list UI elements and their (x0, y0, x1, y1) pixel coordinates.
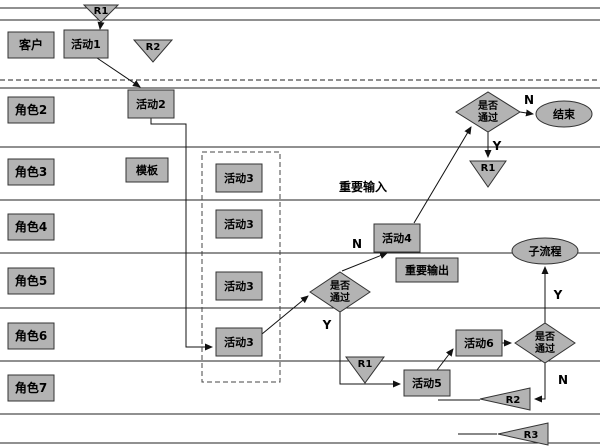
edge-r1-to-activity1 (97, 21, 105, 30)
lane-label-role3 (7, 158, 55, 186)
lane-label-role4 (7, 213, 55, 241)
activity3-box-1 (215, 163, 263, 193)
lane-labels: 客户 角色2 角色3 角色4 角色5 角色6 角色7 (7, 31, 55, 402)
connector-r1-mid (469, 160, 507, 188)
decision-top-line2: 通过 (478, 111, 498, 124)
connector-r1-bottom-text: R1 (358, 359, 373, 370)
template-box (125, 157, 169, 183)
activity6-text: 活动6 (464, 336, 494, 350)
connector-r2-bottom (479, 387, 531, 411)
lane-label-role6-text: 角色6 (15, 328, 47, 343)
decision-mid-line1: 是否 (329, 280, 350, 292)
activity3-text-4: 活动3 (224, 335, 254, 349)
decision-top-diamond (455, 91, 521, 133)
activity3-text-1: 活动3 (224, 171, 254, 185)
label-yes-top: Y (492, 139, 502, 153)
connector-r1-mid-text: R1 (481, 163, 496, 174)
lane-label-role2 (7, 96, 55, 124)
label-yes-mid: Y (322, 318, 332, 332)
edge-labels: N Y N Y Y N (322, 93, 568, 387)
decision-right-line1: 是否 (534, 331, 555, 343)
important-output-text: 重要输出 (405, 263, 449, 277)
label-yes-right: Y (553, 288, 563, 302)
activity5-box (403, 369, 451, 397)
activity-nodes: 活动1 活动2 模板 活动3 活动3 活动3 活动3 活动4 重要输出 活动5 … (63, 29, 503, 397)
decision-top-line1: 是否 (477, 100, 498, 112)
activity4-text: 活动4 (382, 231, 412, 245)
connector-r1-top (82, 4, 120, 23)
decision-mid-diamond (309, 271, 371, 313)
activity6-box (455, 329, 503, 357)
edge-activity2-to-activity3 (150, 118, 213, 351)
lane-label-role5-text: 角色5 (15, 273, 47, 288)
end-text: 结束 (552, 107, 576, 121)
lane-label-role7 (7, 374, 55, 402)
subprocess-ellipse (511, 237, 579, 265)
edge-activity1-to-activity2 (96, 57, 141, 88)
connector-r1-top-text: R1 (94, 6, 109, 17)
label-no-top: N (524, 93, 534, 107)
activity4-box (373, 223, 421, 253)
lane-label-customer-text: 客户 (18, 37, 43, 52)
connector-r2-top-text: R2 (146, 42, 161, 53)
activity5-text: 活动5 (412, 376, 442, 390)
activity1-text: 活动1 (71, 37, 101, 51)
connector-r3-bottom-text: R3 (524, 430, 539, 441)
offpage-connectors: R1 R2 R1 R1 R2 R3 (82, 4, 549, 446)
end-ellipse (535, 100, 593, 128)
label-no-mid: N (352, 237, 362, 251)
label-no-right: N (558, 373, 568, 387)
template-text: 模板 (136, 163, 159, 177)
flow-edges (96, 21, 549, 435)
activity3-box-2 (215, 209, 263, 239)
decision-nodes: 是否 通过 是否 通过 是否 通过 (309, 91, 576, 364)
activity2-text: 活动2 (136, 97, 166, 111)
decision-right-line2: 通过 (535, 342, 555, 355)
lane-label-role4-text: 角色4 (15, 219, 47, 234)
activity3-text-3: 活动3 (224, 279, 254, 293)
edge-top-decision-no-to-end (519, 109, 534, 117)
lane-label-role6 (7, 322, 55, 350)
lane-label-role2-text: 角色2 (15, 102, 47, 117)
edge-decision-no-to-activity4 (341, 252, 388, 272)
important-input-annotation: 重要输入 (339, 179, 387, 194)
decision-mid-line2: 通过 (330, 291, 350, 304)
edge-decision-yes-to-activity5 (339, 312, 401, 388)
lane-label-customer (7, 31, 55, 59)
activity3-box-4 (215, 327, 263, 357)
activity3-box-3 (215, 271, 263, 301)
activity1-box (63, 29, 109, 59)
decision-right-diamond (514, 322, 576, 364)
lane-label-role5 (7, 267, 55, 295)
important-output-box (395, 257, 459, 283)
activity3-group-dashed-box (201, 151, 281, 383)
lane-label-role3-text: 角色3 (15, 164, 47, 179)
connector-r1-bottom (345, 356, 385, 384)
connector-r2-top (132, 39, 174, 63)
connector-r2-bottom-text: R2 (506, 395, 521, 406)
edge-activity5-to-activity6 (436, 348, 454, 371)
edge-activity4-to-top-decision (413, 126, 472, 224)
activity3-text-2: 活动3 (224, 217, 254, 231)
terminator-nodes: 结束 子流程 (511, 100, 593, 265)
subprocess-text: 子流程 (529, 244, 562, 258)
connector-r3-bottom (497, 422, 549, 446)
edge-right-decision-no-to-r2 (534, 363, 546, 403)
activity2-box (127, 89, 175, 119)
edge-activity3-to-decision (261, 295, 309, 335)
lane-boundaries (0, 7, 600, 444)
lane-label-role7-text: 角色7 (15, 380, 47, 395)
